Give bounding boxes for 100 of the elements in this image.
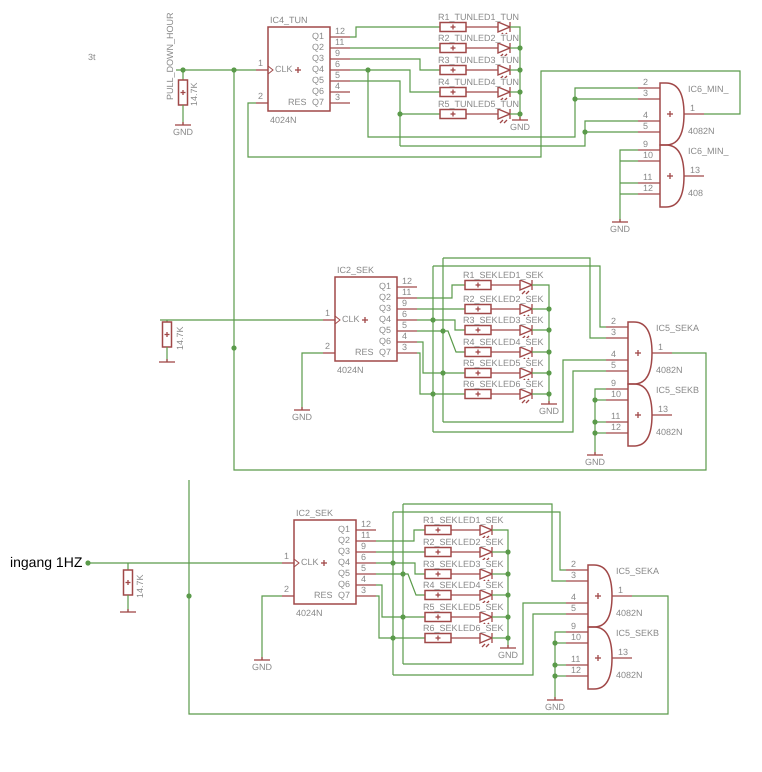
pin-number: 4	[611, 350, 616, 359]
pin-number: 1	[690, 104, 696, 113]
pin-number: 1	[618, 586, 624, 595]
part-name-label: R3_SEK	[423, 560, 458, 569]
pin-number: 13	[690, 166, 700, 175]
value-label: 14.7K	[176, 326, 185, 350]
pin-number: 10	[571, 633, 582, 642]
value-label: 14.7K	[190, 82, 199, 106]
pin-number: 9	[643, 140, 648, 149]
pin-name: Q4	[338, 558, 350, 567]
part-name-label: IC5_SEKB	[656, 386, 700, 395]
pin-name: Q7	[379, 348, 392, 357]
part-name-label: IC2_SEK	[296, 509, 334, 518]
part-name-label: LED4_SEK	[498, 338, 544, 347]
pin-number: 4	[402, 332, 408, 341]
pin-number: 13	[658, 405, 668, 414]
part-name-label: LED5_TUN	[473, 100, 520, 109]
pin-number: 5	[361, 564, 366, 573]
pin-number: 11	[335, 38, 344, 47]
pin-number: 1	[658, 343, 664, 352]
pin-number: 11	[361, 531, 370, 540]
part-name-label: LED3_SEK	[498, 316, 544, 325]
part-name-label: IC6_MIN_	[688, 85, 729, 94]
ground-label: GND	[292, 413, 312, 422]
pin-name: Q5	[338, 569, 350, 578]
ground-label: GND	[498, 651, 518, 660]
value-label: 14.7K	[136, 574, 145, 598]
pin-number: 2	[643, 78, 648, 87]
part-name-label: LED1_SEK	[498, 271, 544, 280]
part-name-label: R5_SEK	[423, 603, 458, 612]
part-number-label: 4024N	[270, 116, 297, 125]
pin-number: 5	[611, 361, 616, 370]
pin-number: 1	[258, 59, 264, 68]
pin-name: Q2	[312, 43, 324, 52]
pin-name: Q1	[312, 32, 324, 41]
ground-label: GND	[585, 458, 605, 467]
pin-number: 10	[643, 151, 654, 160]
pin-number: 9	[402, 299, 408, 308]
pin-name: Q7	[312, 98, 324, 107]
pin-number: 6	[335, 60, 340, 69]
part-name-label: R5_TUN	[438, 100, 474, 109]
pin-name: Q3	[338, 547, 350, 556]
part-name-label: IC2_SEK	[337, 266, 374, 275]
part-name-label: R1_SEK	[423, 516, 458, 525]
pin-name: Q1	[379, 282, 392, 291]
pin-number: 5	[335, 71, 340, 80]
ground-label: GND	[510, 123, 530, 132]
pin-number: 12	[335, 27, 346, 36]
pin-name: Q7	[338, 591, 350, 600]
pin-number: 3	[643, 89, 648, 98]
part-number-label: 4082N	[616, 609, 643, 618]
pin-name: Q2	[379, 293, 392, 302]
note-text: 3t	[88, 53, 96, 62]
pin-number: 2	[325, 342, 330, 351]
pin-number: 2	[571, 560, 576, 569]
pin-name: Q6	[338, 580, 350, 589]
pin-name: CLK	[275, 65, 293, 74]
pin-name: Q3	[312, 54, 324, 63]
part-number-label: 408	[688, 189, 704, 198]
pin-name: Q5	[312, 76, 324, 85]
part-name-label: IC5_SEKA	[656, 324, 700, 333]
pin-number: 12	[361, 520, 372, 529]
pin-number: 1	[284, 552, 290, 561]
part-name-label: LED3_SEK	[458, 560, 504, 569]
pin-number: 4	[335, 82, 340, 91]
pin-name: CLK	[342, 315, 360, 324]
pin-name: CLK	[301, 558, 319, 567]
ground-label: GND	[539, 407, 559, 416]
pin-name: RES	[355, 348, 374, 357]
part-name-label: R4_TUN	[438, 78, 474, 87]
input-label: ingang 1HZ	[10, 554, 82, 570]
pin-name: RES	[314, 591, 333, 600]
net-label: PULL_DOWN_HOUR	[166, 12, 175, 100]
part-name-label: R5_SEK	[463, 359, 498, 368]
part-name-label: LED1_TUN	[473, 13, 520, 22]
pin-number: 9	[361, 542, 366, 551]
pin-number: 12	[571, 666, 582, 675]
pin-number: 3	[571, 571, 576, 580]
pin-name: Q4	[312, 65, 324, 74]
pin-number: 5	[643, 122, 648, 131]
part-name-label: R3_SEK	[463, 316, 498, 325]
pin-number: 12	[402, 277, 412, 286]
pin-number: 4	[643, 111, 648, 120]
pin-number: 11	[643, 173, 652, 182]
part-name-label: LED3_TUN	[473, 56, 520, 65]
pin-name: RES	[288, 98, 307, 107]
part-name-label: LED6_SEK	[498, 380, 544, 389]
ground-label: GND	[173, 128, 193, 137]
pin-number: 5	[571, 604, 576, 613]
part-name-label: LED2_SEK	[458, 538, 504, 547]
part-name-label: R4_SEK	[463, 338, 498, 347]
part-name-label: R1_TUN	[438, 13, 474, 22]
pin-name: Q4	[379, 315, 392, 324]
pin-name: Q5	[379, 326, 392, 335]
pin-number: 9	[571, 622, 576, 631]
part-name-label: LED4_SEK	[458, 581, 504, 590]
part-name-label: R2_SEK	[463, 295, 498, 304]
part-name-label: LED5_SEK	[498, 359, 544, 368]
pin-name: Q2	[338, 536, 350, 545]
pin-number: 5	[402, 321, 408, 330]
